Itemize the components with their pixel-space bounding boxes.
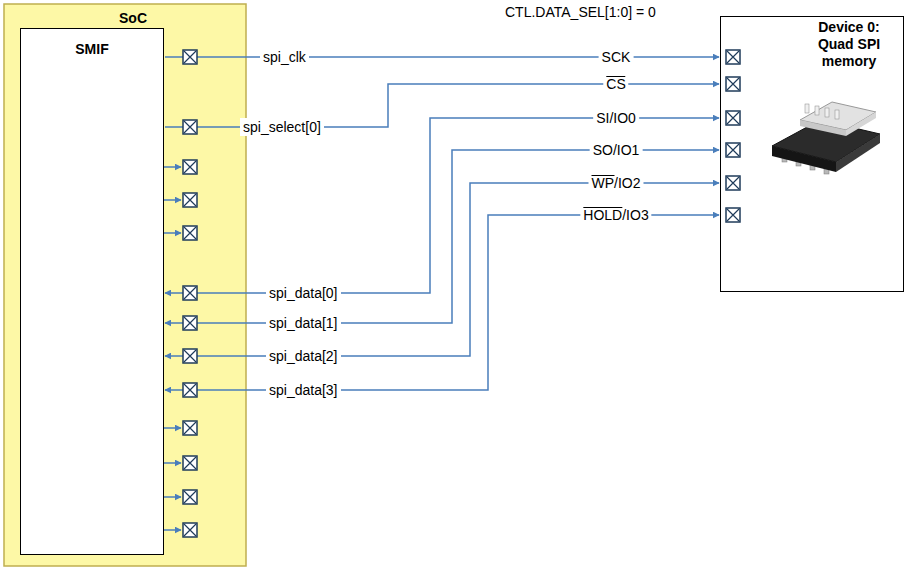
io-pad (183, 286, 197, 300)
signal-name: spi_data[3] (266, 381, 341, 399)
signal-name: spi_select[0] (240, 118, 324, 136)
memory-chip-picture (772, 102, 880, 174)
label-holder: SO/IO1 (590, 141, 643, 159)
block-title: SMIF (21, 41, 163, 58)
register-setting: CTL.DATA_SEL[1:0] = 0 (502, 3, 659, 21)
soc-box: SoC SMIF (4, 4, 262, 566)
io-pad (183, 523, 197, 537)
signal-label-holder: spi_data[2] (266, 347, 341, 365)
io-pad (183, 193, 197, 207)
signal-wire (165, 118, 719, 293)
io-pad (183, 316, 197, 330)
overline-bar (583, 207, 622, 208)
pin-name: HOLD/IO3 (580, 206, 651, 224)
io-pad (726, 208, 740, 222)
smif-block: SMIF (20, 28, 164, 555)
io-pad (183, 160, 197, 174)
signal-name: spi_data[2] (266, 347, 341, 365)
memory-device-box: Device 0: Quad SPI memory (720, 16, 904, 292)
io-pad (183, 120, 197, 134)
signal-name: spi_data[0] (266, 284, 341, 302)
pin-name: SCK (599, 48, 634, 66)
label-holder: HOLD/IO3 (580, 206, 651, 224)
io-pad (726, 111, 740, 125)
overline-bar (591, 175, 614, 176)
signal-label-holder: spi_data[1] (266, 314, 341, 332)
label-holder: SI/IO0 (593, 109, 639, 127)
io-pad (726, 50, 740, 64)
io-pad (183, 226, 197, 240)
io-pad (183, 383, 197, 397)
block-title: Device 0: Quad SPI memory (801, 19, 897, 70)
label-holder: WP/IO2 (588, 174, 643, 192)
io-pad (726, 77, 740, 91)
pin-name: SO/IO1 (590, 141, 643, 159)
io-pad (183, 490, 197, 504)
signal-label-holder: spi_select[0] (240, 118, 324, 136)
signal-label-holder: spi_clk (260, 48, 309, 66)
io-pad (726, 143, 740, 157)
signal-label-holder: spi_data[3] (266, 381, 341, 399)
label-holder: CS (603, 75, 628, 93)
label-holder: SCK (599, 48, 634, 66)
signal-name: spi_clk (260, 48, 309, 66)
io-pad (726, 176, 740, 190)
label-holder: CTL.DATA_SEL[1:0] = 0 (502, 3, 659, 21)
signal-name: spi_data[1] (266, 314, 341, 332)
signal-wire (165, 56, 719, 58)
signal-wire (165, 183, 719, 356)
io-pad (183, 349, 197, 363)
signal-wire (165, 150, 719, 323)
overline-bar (606, 76, 625, 77)
io-pad (183, 421, 197, 435)
soc-fill (4, 4, 246, 566)
signal-wire (165, 215, 719, 390)
pin-name: CS (603, 75, 628, 93)
pin-name: WP/IO2 (588, 174, 643, 192)
io-pad (183, 50, 197, 64)
block-title: SoC (4, 10, 262, 27)
pin-name: SI/IO0 (593, 109, 639, 127)
signal-label-holder: spi_data[0] (266, 284, 341, 302)
io-pad (183, 456, 197, 470)
